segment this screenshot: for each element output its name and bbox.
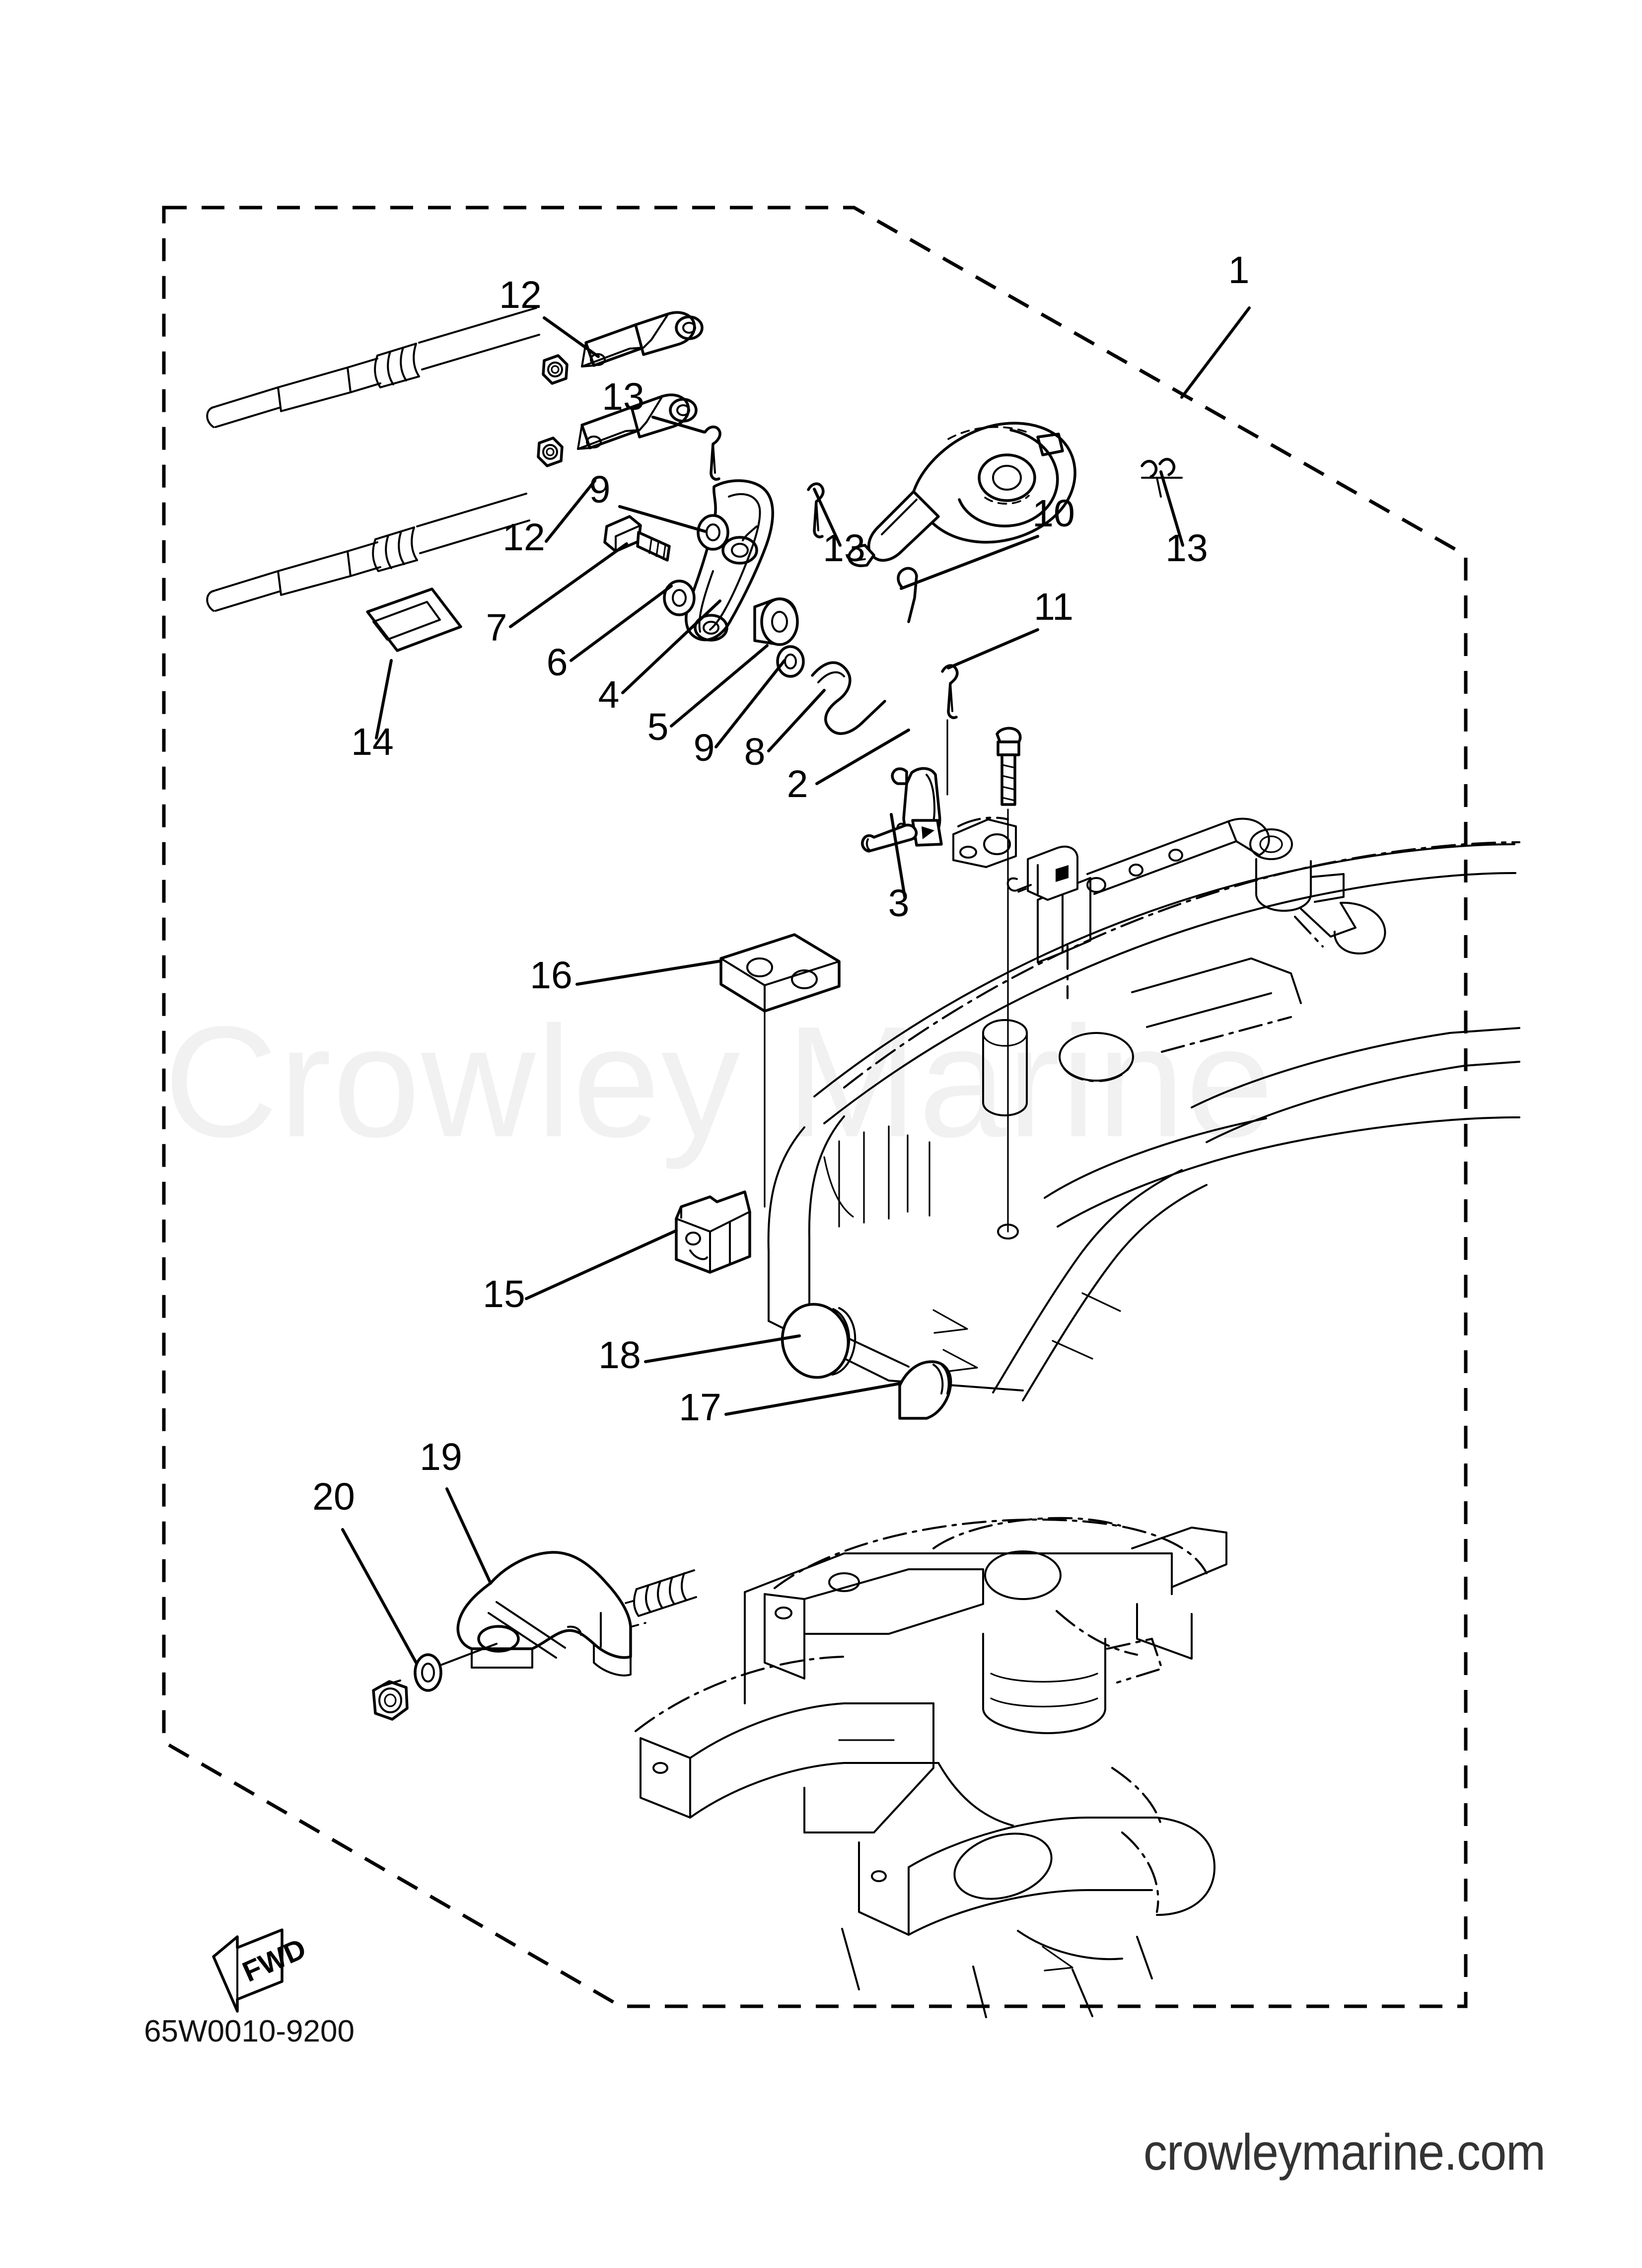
- callout-1: 1: [1228, 249, 1250, 292]
- clamp-bracket-reference: [634, 1517, 1227, 2018]
- callout-20: 20: [312, 1475, 355, 1518]
- callout-11: 11: [1034, 585, 1073, 628]
- part-5-collar-bushing: [753, 597, 799, 646]
- callout-13b: 13: [823, 527, 865, 570]
- part-9-washer-lower: [663, 580, 696, 616]
- callout-leader-lines: [341, 306, 1251, 1664]
- callout-17: 17: [679, 1386, 721, 1429]
- callout-2: 2: [787, 763, 808, 805]
- callout-19: 19: [420, 1436, 462, 1478]
- part-15-cable-holder: [675, 1190, 751, 1274]
- part-8-connecting-rod: [811, 661, 886, 735]
- callout-12a: 12: [499, 274, 542, 316]
- mount-bolt: [996, 727, 1022, 1240]
- callout-15: 15: [483, 1273, 525, 1316]
- diagram-boundary: [162, 206, 1468, 2008]
- callout-14: 14: [351, 721, 394, 763]
- watermark: Crowley Marine: [164, 994, 1275, 1170]
- part-13-cotter-pin-mid: [807, 482, 825, 538]
- part-19-mounting-bracket: [456, 1551, 646, 1677]
- part-6-bolt: [603, 515, 671, 562]
- callout-6: 6: [547, 641, 568, 684]
- callout-3: 3: [888, 882, 910, 925]
- fwd-arrow-icon: FWD: [212, 1928, 311, 2013]
- callout-16: 16: [530, 954, 572, 997]
- part-3-pin: [861, 823, 918, 853]
- part-9-washer-small: [776, 645, 805, 678]
- part-9-washer-upper: [697, 514, 729, 551]
- part-18-grommet-cap: [781, 1303, 857, 1379]
- callout-4: 4: [598, 673, 620, 716]
- engine-body-reference: [767, 817, 1521, 1401]
- part-20-lock-nut: [372, 1679, 409, 1721]
- callout-18: 18: [598, 1334, 641, 1377]
- part-20-washer: [414, 1643, 498, 1692]
- part-16-spacer-plate: [719, 933, 841, 1208]
- callout-13c: 13: [1165, 527, 1208, 570]
- site-footer: crowleymarine.com: [1143, 2123, 1546, 2181]
- throttle-cam-assembly: [848, 422, 1076, 567]
- part-10-clip: [897, 567, 918, 623]
- part-17-rubber-wedge: [898, 1360, 952, 1420]
- control-cables: [206, 307, 540, 612]
- part-4-bracket-link: [685, 479, 774, 642]
- part-11-cotter-pin: [941, 664, 959, 796]
- part-2-magnet-lever: [891, 767, 943, 847]
- callout-12b: 12: [502, 516, 545, 559]
- part-14-cable-clamp-plate: [366, 587, 462, 652]
- part-12-cable-joint-upper: [542, 311, 704, 385]
- mount-boss-assembly: [952, 816, 1078, 901]
- callout-numbers: 1 2 3 4 5 6 7 8 9 9 10 11 12 12 13 13 13…: [312, 249, 1249, 1518]
- diagram-code: 65W0010-9200: [144, 2014, 355, 2049]
- callout-13a: 13: [602, 375, 644, 418]
- callout-9b: 9: [694, 727, 715, 769]
- callout-5: 5: [647, 706, 669, 748]
- callout-7: 7: [486, 606, 507, 649]
- callout-10: 10: [1032, 492, 1075, 535]
- part-12-cable-joint-lower: [537, 393, 698, 467]
- callout-8: 8: [744, 731, 766, 773]
- bracket-bolt-thread: [625, 1569, 697, 1617]
- callout-9a: 9: [589, 468, 611, 511]
- part-13-cotter-pin-left: [704, 425, 721, 481]
